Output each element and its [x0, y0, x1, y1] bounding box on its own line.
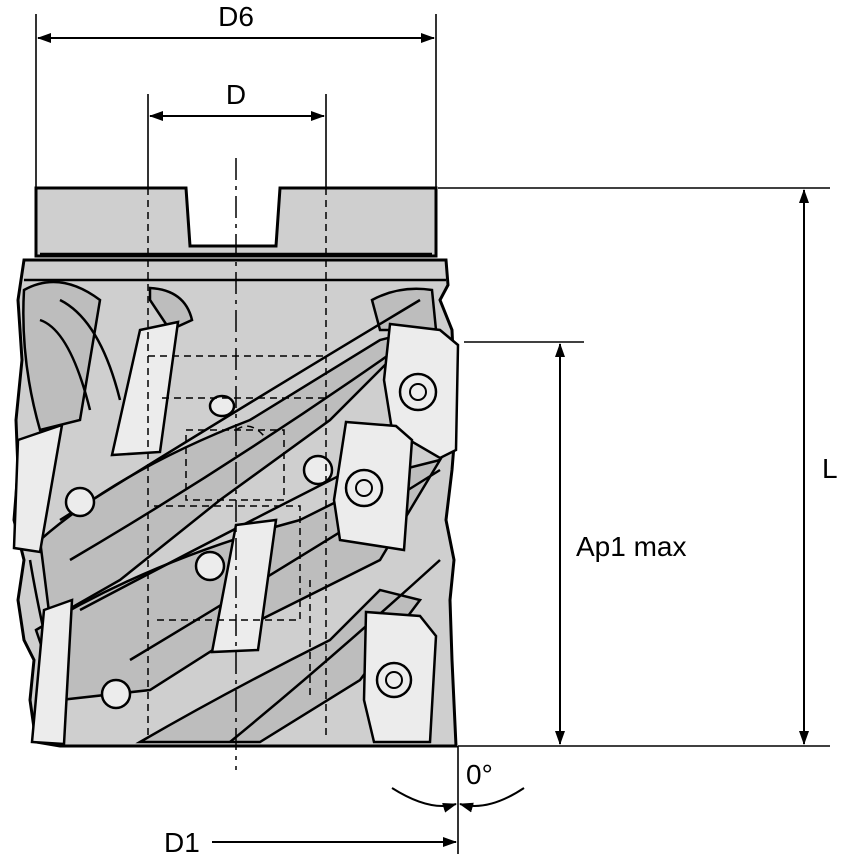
dimension-d: D [147, 79, 327, 188]
insert-center [210, 518, 278, 654]
angle-label: 0° [466, 759, 493, 790]
dimension-d6: D6 [35, 1, 437, 188]
d1-label: D1 [164, 827, 200, 854]
shank-top [34, 186, 438, 258]
d6-label: D6 [218, 1, 254, 32]
insert-left-middle [12, 423, 64, 554]
dimension-angle: 0° [391, 746, 525, 854]
l-label: L [822, 453, 838, 484]
dimension-d1: D1 [164, 827, 457, 854]
hidden-lines [147, 188, 327, 740]
d-label: D [226, 79, 246, 110]
ap1-max-label: Ap1 max [576, 531, 687, 562]
insert-left-lower [30, 598, 74, 746]
insert-screws [64, 372, 438, 710]
dimension-ap1-max: Ap1 max [464, 341, 687, 745]
dimension-l: L [438, 187, 838, 747]
